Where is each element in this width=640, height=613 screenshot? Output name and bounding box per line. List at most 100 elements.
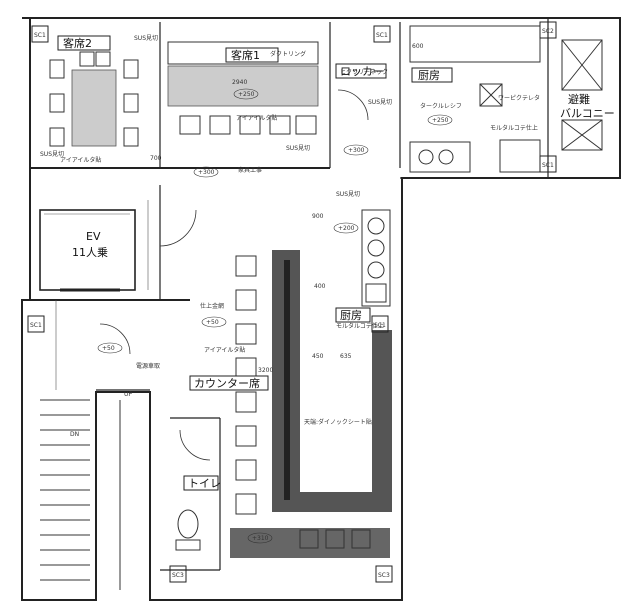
room-label-balcony-2: バルコニー bbox=[560, 107, 615, 120]
room-label-toilet: トイレ bbox=[188, 477, 221, 490]
dim: 2940 bbox=[232, 79, 247, 86]
fridge bbox=[499, 139, 541, 173]
stool bbox=[235, 493, 257, 515]
note: 家具工事 bbox=[238, 166, 262, 174]
bench-back bbox=[167, 41, 319, 65]
stool bbox=[299, 529, 319, 549]
kitchen-top-equipment bbox=[409, 25, 541, 173]
column-tag: SC3 bbox=[378, 572, 390, 579]
door-swing bbox=[99, 323, 131, 355]
burner bbox=[367, 217, 385, 235]
levels: +250 +250 +300 +200 +50 +50 +310 +300 bbox=[97, 88, 453, 544]
level: +50 bbox=[206, 319, 219, 326]
balcony-box bbox=[561, 39, 603, 91]
columns: SC1 SC1 SC2 SC1 SC1 SC1 SC3 SC3 bbox=[27, 21, 557, 583]
note: アイアイルタ貼 bbox=[60, 156, 101, 164]
level: +250 bbox=[238, 91, 255, 98]
burner bbox=[438, 149, 454, 165]
level: +200 bbox=[338, 225, 355, 232]
stool bbox=[235, 357, 257, 379]
note: SUS見切 bbox=[40, 151, 64, 158]
dim: 400 bbox=[314, 283, 326, 290]
balcony bbox=[561, 39, 603, 151]
stool bbox=[235, 391, 257, 413]
door-swing bbox=[337, 89, 369, 121]
column-tag: SC1 bbox=[30, 322, 42, 329]
note: アイアイルタ貼 bbox=[204, 346, 245, 354]
dimensions: 2940 900 600 400 450 635 3200 700 bbox=[150, 43, 424, 374]
note: モルタルコテ仕上 bbox=[490, 124, 538, 132]
room-label-ev-capacity: 11人乗 bbox=[72, 246, 108, 259]
sink bbox=[479, 83, 503, 107]
seat bbox=[49, 59, 65, 79]
burner bbox=[367, 239, 385, 257]
staircase bbox=[40, 399, 121, 590]
balcony-box bbox=[561, 119, 603, 151]
note: ヒクラリーネック bbox=[340, 69, 388, 76]
stool bbox=[235, 459, 257, 481]
level: +310 bbox=[252, 535, 269, 542]
toilet-tank bbox=[175, 539, 201, 551]
seat bbox=[239, 115, 261, 135]
column-tag: SC1 bbox=[374, 322, 386, 329]
note: モルタルコテ仕上 bbox=[336, 322, 384, 330]
door-swing bbox=[179, 429, 211, 461]
note: SUS見切 bbox=[286, 145, 310, 152]
counter-bottom bbox=[230, 528, 390, 558]
room-label-guest2: 客席2 bbox=[63, 36, 92, 50]
note: ワーピクテレタ bbox=[498, 94, 540, 102]
burner-box bbox=[365, 283, 387, 303]
seat bbox=[209, 115, 231, 135]
toilet-bowl bbox=[177, 509, 199, 539]
note: 仕上金網 bbox=[200, 302, 224, 310]
balcony-cross bbox=[561, 39, 603, 91]
table bbox=[167, 65, 319, 107]
seat bbox=[123, 59, 139, 79]
level: +300 bbox=[348, 147, 365, 154]
room-label-counter: カウンター席 bbox=[194, 376, 260, 390]
dim: 900 bbox=[312, 213, 324, 220]
column-tag: SC2 bbox=[542, 28, 554, 35]
counter-bar bbox=[230, 250, 392, 558]
level: +250 bbox=[432, 117, 449, 124]
column-tag: SC1 bbox=[376, 32, 388, 39]
note: タークルレシフ bbox=[420, 102, 462, 110]
table bbox=[71, 69, 117, 147]
note: 電源車取 bbox=[136, 362, 160, 370]
kitchen-stove bbox=[361, 209, 391, 307]
note: SUS見切 bbox=[368, 99, 392, 106]
guest1-seating bbox=[167, 41, 319, 135]
seat bbox=[49, 93, 65, 113]
seat bbox=[79, 51, 95, 67]
dim: 635 bbox=[340, 353, 352, 360]
note: ダクトリング bbox=[270, 50, 306, 58]
burner bbox=[418, 149, 434, 165]
doors bbox=[99, 89, 369, 461]
stool bbox=[351, 529, 371, 549]
column-tag: SC1 bbox=[34, 32, 46, 39]
note: SUS見切 bbox=[134, 35, 158, 42]
stool bbox=[235, 255, 257, 277]
note: アイアイルタ貼 bbox=[236, 114, 277, 122]
range bbox=[409, 141, 471, 173]
toilet-fixture bbox=[175, 509, 201, 551]
stool bbox=[235, 425, 257, 447]
burner bbox=[367, 261, 385, 279]
room-labels: 客席2 客席1 厨房 ロッカー 避難 バルコニー EV 11人乗 厨房 カウンタ… bbox=[57, 35, 615, 491]
note: DN bbox=[70, 431, 79, 438]
counter-top bbox=[409, 25, 541, 63]
seat bbox=[179, 115, 201, 135]
stool bbox=[235, 289, 257, 311]
dim: 700 bbox=[150, 155, 162, 162]
seat bbox=[295, 115, 317, 135]
ev-interior bbox=[44, 200, 149, 390]
seat bbox=[123, 127, 139, 147]
sink-cross bbox=[479, 83, 503, 107]
seat bbox=[123, 93, 139, 113]
seat bbox=[269, 115, 291, 135]
guest2-seating bbox=[49, 51, 139, 147]
balcony-cross bbox=[561, 119, 603, 151]
door-swing bbox=[159, 209, 197, 247]
room-label-balcony: 避難 bbox=[568, 92, 590, 106]
